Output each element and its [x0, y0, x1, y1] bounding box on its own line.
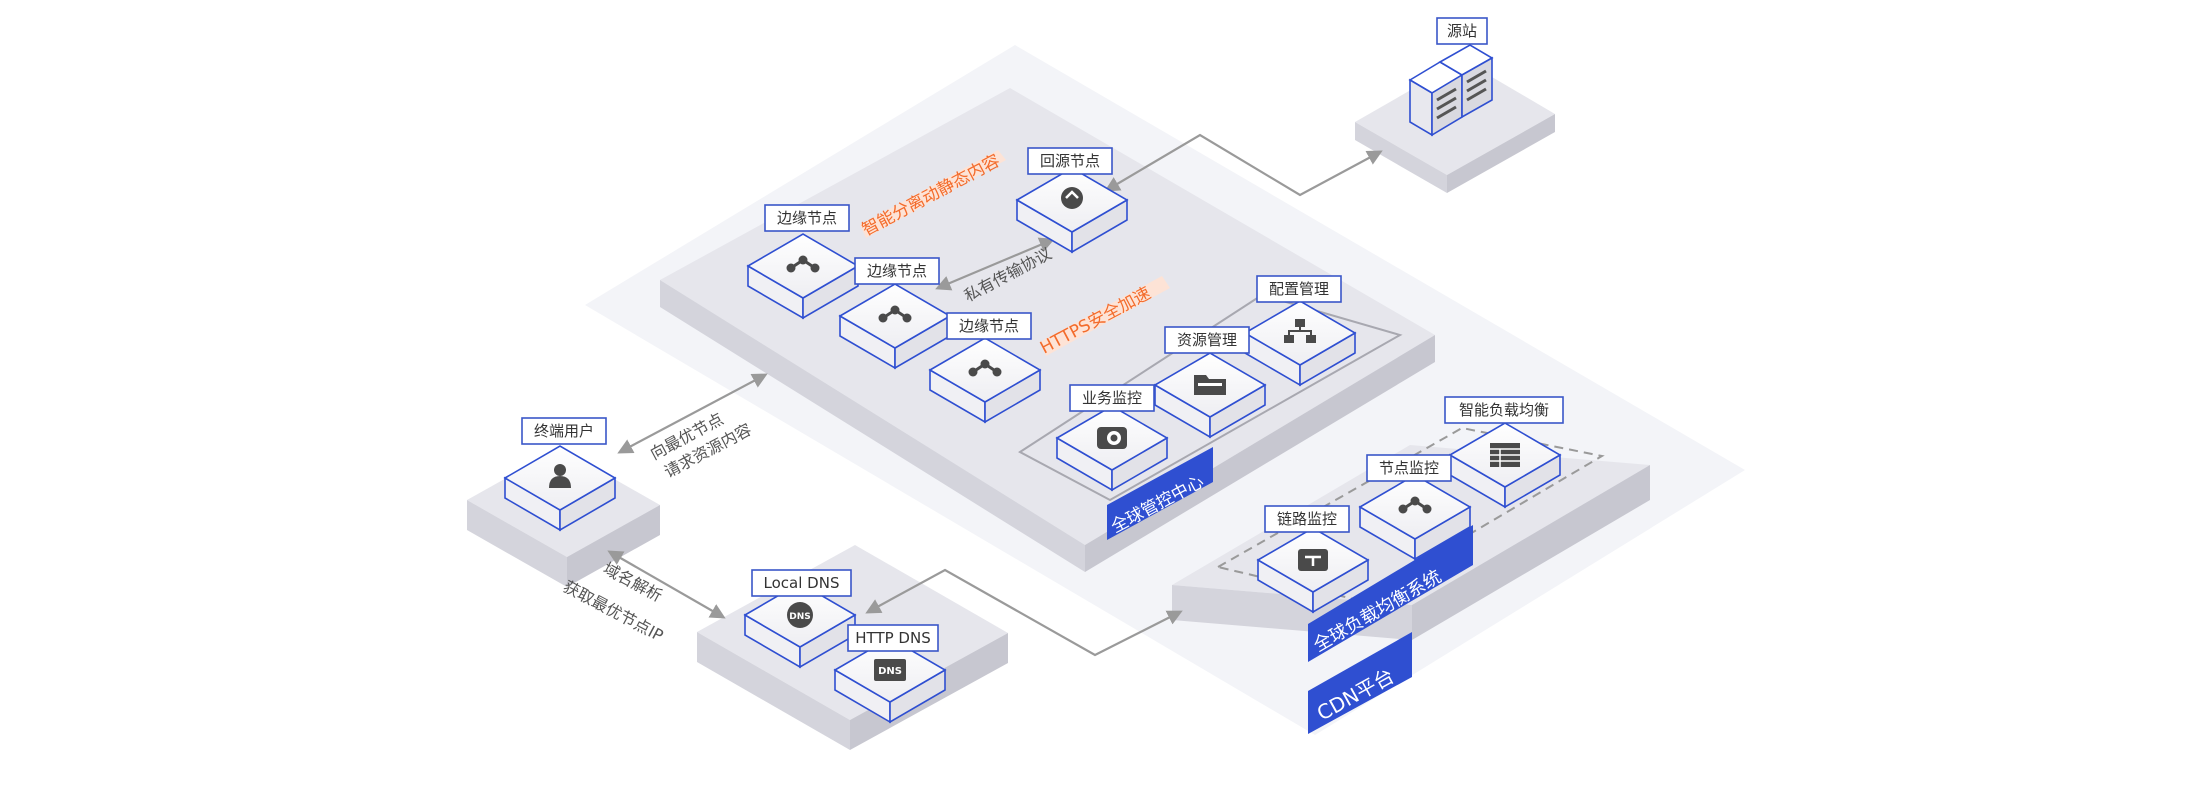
server-icon — [1408, 44, 1494, 137]
edge-node-2-label: 边缘节点 — [854, 257, 940, 285]
resource-mgmt-label: 资源管理 — [1164, 326, 1250, 354]
edge-node-1-label: 边缘节点 — [764, 204, 850, 232]
svg-text:链路监控: 链路监控 — [1277, 510, 1337, 528]
end-user-node — [503, 445, 617, 532]
cdn-platform-banner — [1308, 632, 1412, 734]
node-monitor-label: 节点监控 — [1366, 454, 1452, 482]
svg-text:边缘节点: 边缘节点 — [777, 209, 837, 227]
business-monitor-label: 业务监控 — [1069, 384, 1155, 412]
config-mgmt-label: 配置管理 — [1256, 275, 1342, 303]
local-dns-label: Local DNS — [751, 569, 852, 597]
origin-label: 源站 — [1436, 17, 1488, 45]
share-nodes-icon — [878, 305, 912, 323]
svg-text:边缘节点: 边缘节点 — [959, 317, 1019, 335]
edge-node-2 — [838, 283, 952, 370]
edge-node-3-label: 边缘节点 — [946, 312, 1032, 340]
smart-separation-bg — [860, 150, 1006, 238]
user-edge-arrow — [617, 373, 768, 454]
share-nodes-icon — [786, 255, 820, 273]
end-user-label: 终端用户 — [521, 417, 607, 445]
link-monitor-label: 链路监控 — [1264, 505, 1350, 533]
svg-text:智能负载均衡: 智能负载均衡 — [1459, 401, 1549, 419]
network-icon — [1298, 549, 1328, 571]
dnsbox-icon: DNS — [874, 659, 906, 681]
svg-text:源站: 源站 — [1447, 22, 1477, 40]
http-dns-node: DNS — [833, 637, 947, 724]
globe-dns-icon: DNS — [787, 602, 813, 628]
global-lb-banner — [1308, 525, 1473, 662]
link-monitor-node — [1256, 527, 1370, 614]
svg-text:边缘节点: 边缘节点 — [867, 262, 927, 280]
http-dns-label: HTTP DNS — [847, 624, 939, 652]
global-control-banner — [1107, 447, 1213, 540]
node-monitor-node — [1358, 474, 1472, 561]
https-accel-bg — [1040, 276, 1170, 356]
folder-icon — [1194, 375, 1226, 395]
edge-return-arrow — [935, 237, 1055, 291]
return-node-label: 回源节点 — [1027, 147, 1113, 175]
dns-cdn-arrow — [865, 568, 1183, 657]
share-nodes-icon — [1398, 496, 1432, 514]
recycle-icon — [1061, 187, 1083, 209]
config-mgmt-node — [1243, 300, 1357, 387]
business-monitor-node — [1055, 405, 1169, 492]
svg-text:资源管理: 资源管理 — [1177, 331, 1237, 349]
svg-text:业务监控: 业务监控 — [1082, 389, 1142, 407]
user-icon — [549, 464, 571, 488]
svg-text:Local DNS: Local DNS — [764, 574, 840, 592]
svg-text:终端用户: 终端用户 — [534, 422, 594, 440]
smart-lb-node — [1448, 422, 1562, 509]
svg-text:HTTP DNS: HTTP DNS — [855, 629, 930, 647]
svg-text:回源节点: 回源节点 — [1040, 152, 1100, 170]
return-node — [1015, 167, 1129, 254]
svg-text:节点监控: 节点监控 — [1379, 459, 1439, 477]
share-nodes-icon — [968, 359, 1002, 377]
connections — [607, 133, 1383, 657]
camera-icon — [1097, 427, 1127, 449]
svg-text:配置管理: 配置管理 — [1269, 280, 1329, 298]
smart-lb-label: 智能负载均衡 — [1444, 396, 1564, 424]
hierarchy-icon — [1284, 319, 1316, 343]
table-icon — [1490, 443, 1520, 467]
resource-mgmt-node — [1153, 352, 1267, 439]
return-to-origin-arrow — [1104, 133, 1383, 197]
edge-node-3 — [928, 337, 1042, 424]
edge-node-1 — [746, 233, 860, 320]
svg-text:DNS: DNS — [789, 612, 811, 622]
user-dns-arrow — [607, 550, 726, 619]
edge-platform — [660, 88, 1435, 572]
origin-server — [1408, 44, 1494, 137]
svg-text:DNS: DNS — [878, 666, 902, 677]
